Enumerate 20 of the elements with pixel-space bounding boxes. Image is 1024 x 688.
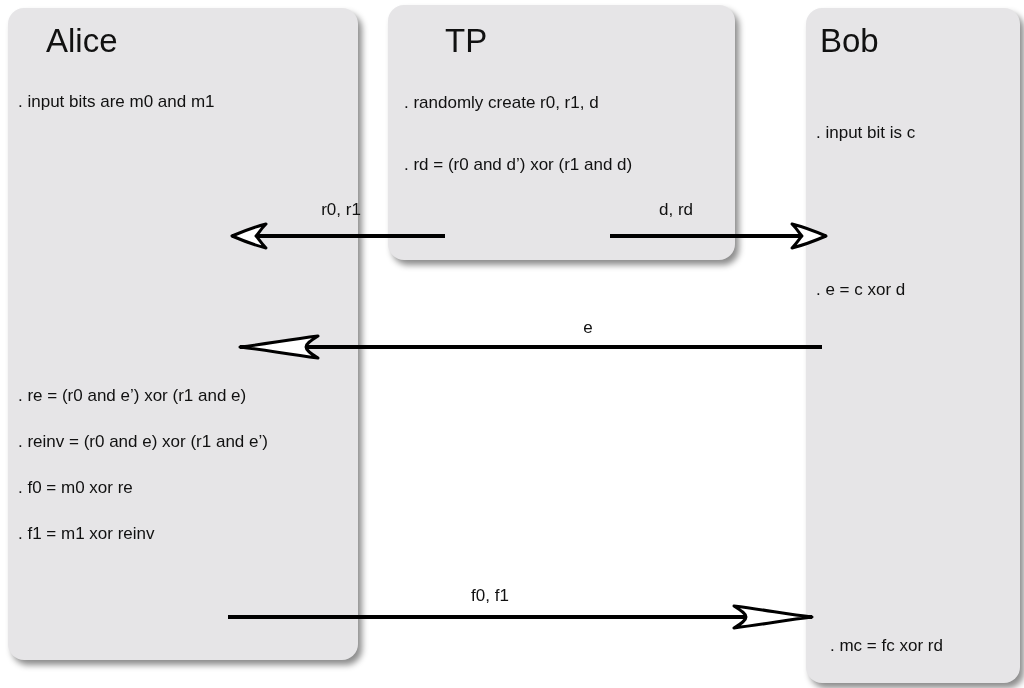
step-text: . input bits are m0 and m1 (18, 92, 215, 112)
step-text: . reinv = (r0 and e) xor (r1 and e’) (18, 432, 268, 452)
step-text: . e = c xor d (816, 280, 906, 300)
step-text: . mc = fc xor rd (830, 636, 943, 656)
step-text: . re = (r0 and e’) xor (r1 and e) (18, 386, 247, 406)
participant-name: Bob (820, 22, 879, 60)
participant-panel (8, 8, 358, 660)
step-text: . randomly create r0, r1, d (404, 93, 599, 113)
participant-panel (388, 5, 735, 260)
edge-label: r0, r1 (321, 200, 361, 220)
participant-name: Alice (46, 22, 118, 60)
step-text: . f1 = m1 xor reinv (18, 524, 155, 544)
step-text: . rd = (r0 and d’) xor (r1 and d) (404, 155, 633, 175)
step-text: . f0 = m0 xor re (18, 478, 133, 498)
step-text: . input bit is c (816, 123, 916, 143)
edge-label: e (583, 318, 593, 338)
edge-label: f0, f1 (471, 586, 509, 606)
participant-name: TP (445, 22, 488, 60)
edge-label: d, rd (659, 200, 693, 220)
participant-panel (806, 8, 1020, 683)
